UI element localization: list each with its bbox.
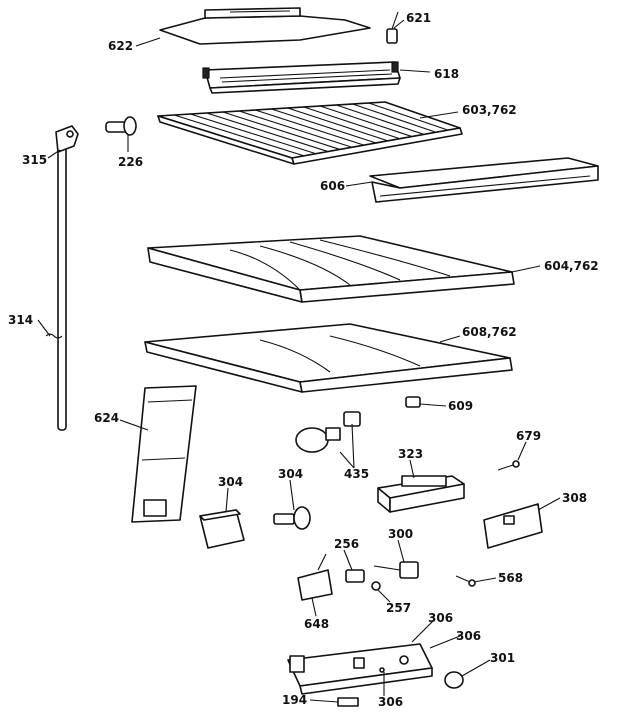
callout-194: 194 <box>282 693 307 707</box>
part-603-shelf <box>157 101 463 165</box>
part-257-screw <box>371 581 381 591</box>
callout-314: 314 <box>8 313 33 327</box>
part-435-bulb <box>295 411 361 453</box>
shelf-grid-line <box>206 112 329 153</box>
callout-435: 435 <box>344 467 369 481</box>
part-604-shelf <box>147 235 515 303</box>
part-679-screw <box>497 460 520 471</box>
callout-306-top: 306 <box>428 611 453 625</box>
part-609-clip <box>405 396 421 408</box>
callout-622: 622 <box>108 39 133 53</box>
callout-621: 621 <box>406 11 431 25</box>
callout-306-bottom: 306 <box>378 695 403 709</box>
part-323-housing <box>377 475 465 513</box>
callout-603-762: 603,762 <box>462 103 517 117</box>
shelf-grid-line <box>336 104 425 135</box>
part-314-315-rod <box>45 125 79 431</box>
part-568-screw <box>455 575 476 587</box>
shelf-grid-line <box>303 106 401 140</box>
shelf-grid-line <box>368 102 449 131</box>
callout-608-762: 608,762 <box>462 325 517 339</box>
shelf-grid-line <box>271 108 377 144</box>
callout-304-knob: 304 <box>278 467 303 481</box>
leader-lines <box>37 19 561 703</box>
callout-606: 606 <box>320 179 345 193</box>
shelf-grid-line <box>174 114 305 157</box>
part-608-pan <box>144 323 513 393</box>
callout-323: 323 <box>398 447 423 461</box>
shelf-grid-line <box>287 107 389 142</box>
part-618-bracket <box>202 61 401 94</box>
shelf-grid-line <box>352 103 437 133</box>
callout-648: 648 <box>304 617 329 631</box>
callout-256: 256 <box>334 537 359 551</box>
shelf-grid-line <box>319 105 413 138</box>
part-622-cover <box>159 7 371 45</box>
callout-301: 301 <box>490 651 515 665</box>
part-304-knob <box>273 506 311 530</box>
part-606-cover <box>369 157 599 203</box>
callout-257: 257 <box>386 601 411 615</box>
callout-618: 618 <box>434 67 459 81</box>
part-308-plate <box>483 503 543 549</box>
part-621-plug <box>386 11 399 44</box>
shelf-grid-line <box>238 110 353 148</box>
part-301-knob <box>444 671 464 689</box>
shelf-grid-line <box>190 113 317 155</box>
callout-226: 226 <box>118 155 143 169</box>
part-300-sensor <box>373 561 419 579</box>
callout-300: 300 <box>388 527 413 541</box>
callout-609: 609 <box>448 399 473 413</box>
shelf-grid-line <box>255 109 365 146</box>
shelf-grid-line <box>222 111 341 150</box>
callout-304-block: 304 <box>218 475 243 489</box>
callout-624: 624 <box>94 411 119 425</box>
callout-568: 568 <box>498 571 523 585</box>
part-226-pin <box>105 116 137 136</box>
part-194-clip <box>337 697 359 707</box>
callout-679: 679 <box>516 429 541 443</box>
part-306-bracket <box>287 643 433 695</box>
part-304-block <box>199 509 245 549</box>
callout-labels: 621 622 618 603,762 315 226 606 604,762 … <box>8 11 599 709</box>
part-256-connector <box>345 569 365 583</box>
part-624-panel <box>131 385 197 523</box>
callout-306-right: 306 <box>456 629 481 643</box>
callout-604-762: 604,762 <box>544 259 599 273</box>
callout-308: 308 <box>562 491 587 505</box>
part-648-switch <box>297 553 333 601</box>
callout-315: 315 <box>22 153 47 167</box>
